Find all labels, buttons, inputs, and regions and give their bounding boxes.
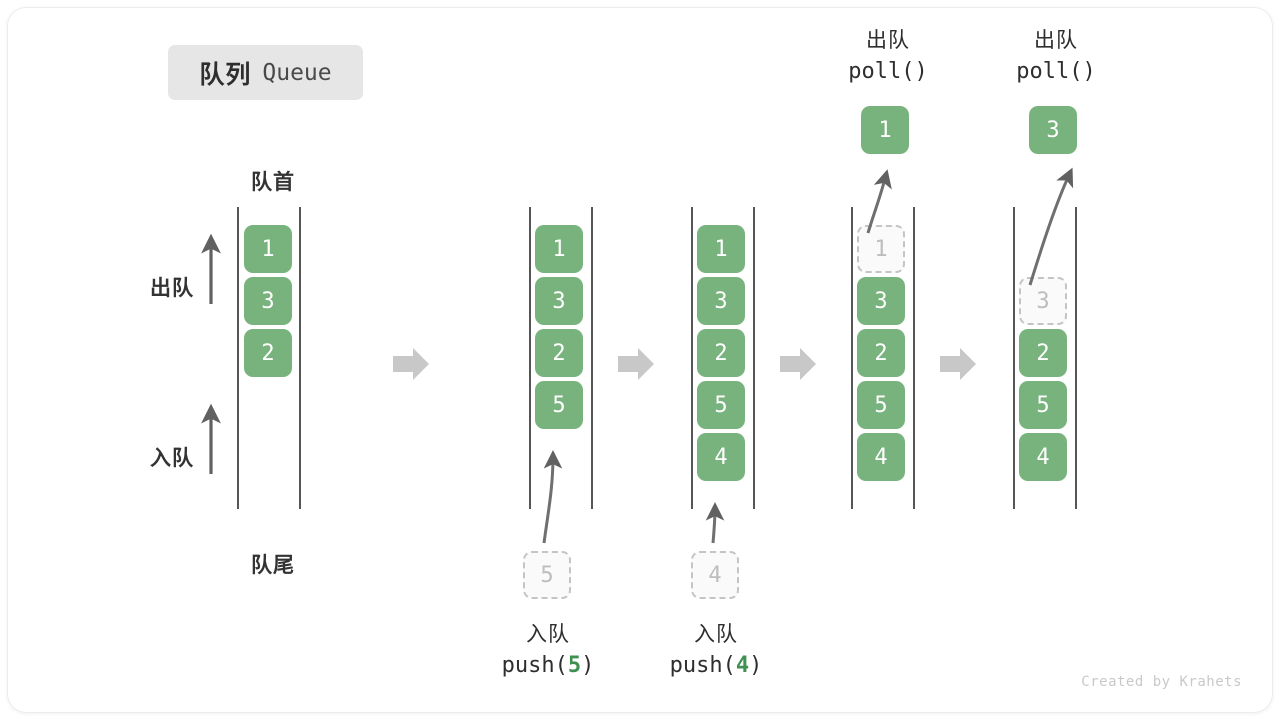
title-en: Queue [262, 59, 332, 86]
queue-cell: 3 [1019, 277, 1067, 325]
operation-caption-push-4: 入队 push(4) [616, 620, 816, 681]
rail-left [851, 207, 853, 509]
operation-code: push(5) [501, 652, 595, 678]
outgoing-cell: 3 [1029, 106, 1077, 154]
front-label: 队首 [251, 171, 295, 194]
operation-caption-poll-3: 出队 poll() [966, 26, 1146, 87]
queue-cell: 5 [697, 381, 745, 429]
operation-cn: 出队 [1034, 29, 1078, 52]
incoming-ghost-cell: 4 [691, 551, 739, 599]
rail-right [753, 207, 755, 509]
operation-code: poll() [1016, 58, 1096, 84]
queue-cell: 3 [697, 277, 745, 325]
watermark: Created by Krahets [1081, 674, 1242, 690]
queue-cell: 5 [857, 381, 905, 429]
operation-cn: 入队 [694, 623, 738, 646]
step-arrow [780, 348, 816, 380]
queue-cell: 2 [857, 329, 905, 377]
queue-cell: 4 [697, 433, 745, 481]
incoming-ghost-cell: 5 [523, 551, 571, 599]
operation-code: poll() [848, 58, 928, 84]
rail-left [237, 207, 239, 509]
queue-cell: 1 [244, 225, 292, 273]
rail-left [691, 207, 693, 509]
queue-cell: 3 [857, 277, 905, 325]
diagram-card: 队列 Queue 队首 队尾 出队 入队 1 3 2 1 3 2 5 5 入队 … [8, 8, 1272, 712]
rear-label: 队尾 [251, 554, 295, 577]
queue-cell: 3 [244, 277, 292, 325]
arrow-overlay [201, 167, 1074, 544]
rail-right [913, 207, 915, 509]
push-4-arrow [705, 501, 725, 544]
queue-cell: 2 [1019, 329, 1067, 377]
outgoing-cell: 1 [861, 106, 909, 154]
operation-code: push(4) [669, 652, 763, 678]
dequeue-label: 出队 [150, 277, 194, 300]
title-cn: 队列 [199, 60, 252, 89]
queue-cell: 1 [535, 225, 583, 273]
queue-cell: 1 [697, 225, 745, 273]
queue-cell: 4 [857, 433, 905, 481]
title-badge: 队列 Queue [168, 45, 363, 100]
operation-cn: 入队 [526, 623, 570, 646]
queue-cell: 3 [535, 277, 583, 325]
rail-right [299, 207, 301, 509]
queue-cell: 2 [535, 329, 583, 377]
operation-caption-push-5: 入队 push(5) [448, 620, 648, 681]
step-arrow [393, 348, 429, 380]
rail-left [1013, 207, 1015, 509]
operation-caption-poll-1: 出队 poll() [798, 26, 978, 87]
poll-3-arrow [1028, 167, 1074, 286]
rail-right [1075, 207, 1077, 509]
queue-cell: 4 [1019, 433, 1067, 481]
rail-right [591, 207, 593, 509]
queue-cell: 2 [244, 329, 292, 377]
enqueue-label: 入队 [150, 447, 194, 470]
step-arrow [940, 348, 976, 380]
diagram-stage: 队列 Queue 队首 队尾 出队 入队 1 3 2 1 3 2 5 5 入队 … [8, 8, 1272, 712]
queue-cell: 5 [1019, 381, 1067, 429]
queue-cell: 5 [535, 381, 583, 429]
push-5-arrow [542, 449, 563, 544]
operation-cn: 出队 [866, 29, 910, 52]
queue-cell: 1 [857, 225, 905, 273]
queue-cell: 2 [697, 329, 745, 377]
rail-left [529, 207, 531, 509]
step-arrow [618, 348, 654, 380]
